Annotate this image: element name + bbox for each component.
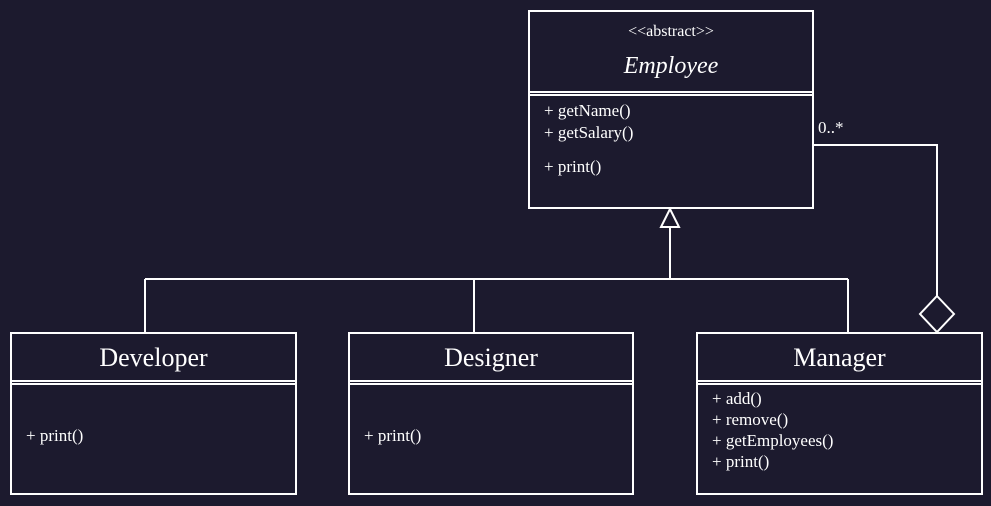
- generalization-arrowhead: [659, 206, 681, 228]
- operation-add: + add(): [712, 389, 762, 408]
- class-developer-operations: + print(): [12, 385, 295, 447]
- class-manager-attributes: [698, 380, 981, 385]
- operation-get-employees: + getEmployees(): [712, 431, 834, 450]
- class-employee: <<abstract>> Employee + getName() + getS…: [528, 10, 814, 209]
- class-developer-name: Developer: [99, 343, 208, 372]
- class-developer: Developer + print(): [10, 332, 297, 495]
- class-employee-attributes: [530, 91, 812, 96]
- operation-get-salary: + getSalary(): [544, 123, 634, 142]
- operation-print: + print(): [364, 426, 422, 445]
- operation-print: + print(): [712, 452, 770, 471]
- operation-remove: + remove(): [712, 410, 789, 429]
- class-developer-attributes: [12, 380, 295, 385]
- operation-get-name: + getName(): [544, 101, 631, 120]
- aggregation-multiplicity: 0..*: [818, 118, 844, 137]
- aggregation-line: [813, 144, 938, 296]
- class-employee-stereotype: <<abstract>>: [628, 23, 714, 40]
- class-employee-header: <<abstract>> Employee: [530, 12, 812, 91]
- class-manager-operations: + add() + remove() + getEmployees() + pr…: [698, 385, 981, 472]
- class-manager: Manager + add() + remove() + getEmployee…: [696, 332, 983, 495]
- class-designer-operations: + print(): [350, 385, 632, 447]
- class-manager-header: Manager: [698, 334, 981, 380]
- class-employee-operations: + getName() + getSalary() + print(): [530, 96, 812, 178]
- operation-print: + print(): [26, 426, 84, 445]
- class-designer: Designer + print(): [348, 332, 634, 495]
- operation-print: + print(): [544, 157, 602, 176]
- class-employee-name: Employee: [623, 53, 719, 79]
- class-manager-name: Manager: [793, 343, 886, 372]
- aggregation-diamond: [918, 294, 956, 334]
- class-developer-header: Developer: [12, 334, 295, 380]
- class-designer-header: Designer: [350, 334, 632, 380]
- class-designer-attributes: [350, 380, 632, 385]
- class-designer-name: Designer: [444, 343, 538, 372]
